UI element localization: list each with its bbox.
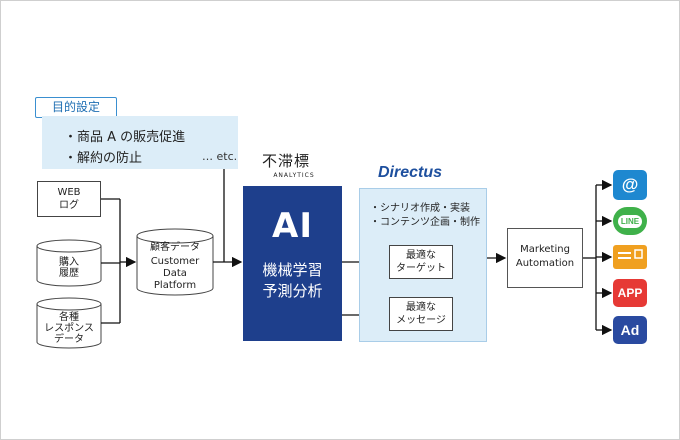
ma-line: Marketing [520, 244, 570, 255]
web-log-label: WEB [57, 187, 81, 198]
ai-line: 機械学習 [262, 261, 323, 279]
goal-etc: … etc. [202, 150, 238, 163]
analytics-logo-sub: ANALYTICS [273, 172, 315, 179]
cdp-label-line: Data [163, 268, 187, 279]
cdp-label: 顧客データ Customer Data Platform [137, 242, 213, 292]
goal-item: ・商品 A の販売促進 [64, 130, 186, 145]
ad-icon: Ad [613, 316, 647, 344]
app-icon-glyph: APP [617, 286, 643, 300]
message-doc-line: メッセージ [396, 315, 446, 326]
goal-item: ・解約の防止 [64, 151, 143, 166]
purchase-label-line: 履歴 [59, 268, 79, 279]
mail-icon [613, 245, 647, 269]
purchase-cylinder [36, 239, 102, 287]
web-log-source: WEB ログ [37, 181, 101, 217]
responses-label-line: 各種 [59, 312, 79, 323]
purchase-history-label: 購入 履歴 [36, 257, 102, 279]
email-icon-glyph: @ [621, 175, 639, 194]
ma-line: Automation [515, 258, 575, 269]
ai-box: AI 機械学習 予測分析 [243, 186, 342, 341]
target-doc-line: 最適な [406, 250, 436, 261]
ai-subtitle: 機械学習 予測分析 [243, 260, 342, 302]
responses-label-line: データ [54, 334, 84, 345]
responses-label: 各種 レスポンス データ [36, 312, 102, 345]
directus-bullet: ・シナリオ作成・実装 [370, 203, 470, 214]
goal-tag: 目的設定 [35, 97, 117, 118]
cdp-label-line: Customer [150, 256, 200, 267]
responses-label-line: レスポンス [44, 323, 94, 334]
ad-icon-glyph: Ad [620, 322, 640, 338]
directus-logo: Directus [378, 164, 443, 181]
web-log-label: ログ [59, 200, 79, 211]
purchase-label-line: 購入 [59, 257, 79, 268]
target-doc: 最適な ターゲット [389, 245, 453, 279]
message-doc: 最適な メッセージ [389, 297, 453, 331]
analytics-logo: 不滞標 [262, 152, 311, 170]
cdp-label-line: 顧客データ [150, 242, 200, 253]
target-doc-line: ターゲット [396, 263, 446, 274]
responses-cylinder [36, 297, 102, 349]
mail-icon-graphic [618, 249, 643, 259]
line-icon: LINE [613, 207, 647, 235]
app-icon: APP [613, 279, 647, 307]
cdp-label-line: Platform [153, 280, 197, 291]
ai-title: AI [272, 206, 313, 246]
ai-line: 予測分析 [262, 282, 323, 300]
goal-box: ・商品 A の販売促進 ・解約の防止 … etc. [42, 116, 238, 169]
email-icon: @ [613, 170, 647, 200]
cdp-cylinder [136, 228, 214, 296]
marketing-automation-box: Marketing Automation [507, 228, 583, 288]
directus-bullet: ・コンテンツ企画・制作 [370, 217, 480, 228]
message-doc-line: 最適な [406, 302, 436, 313]
line-icon-glyph: LINE [617, 214, 643, 228]
directus-box: ・シナリオ作成・実装 ・コンテンツ企画・制作 最適な ターゲット 最適な メッセ… [359, 188, 487, 342]
